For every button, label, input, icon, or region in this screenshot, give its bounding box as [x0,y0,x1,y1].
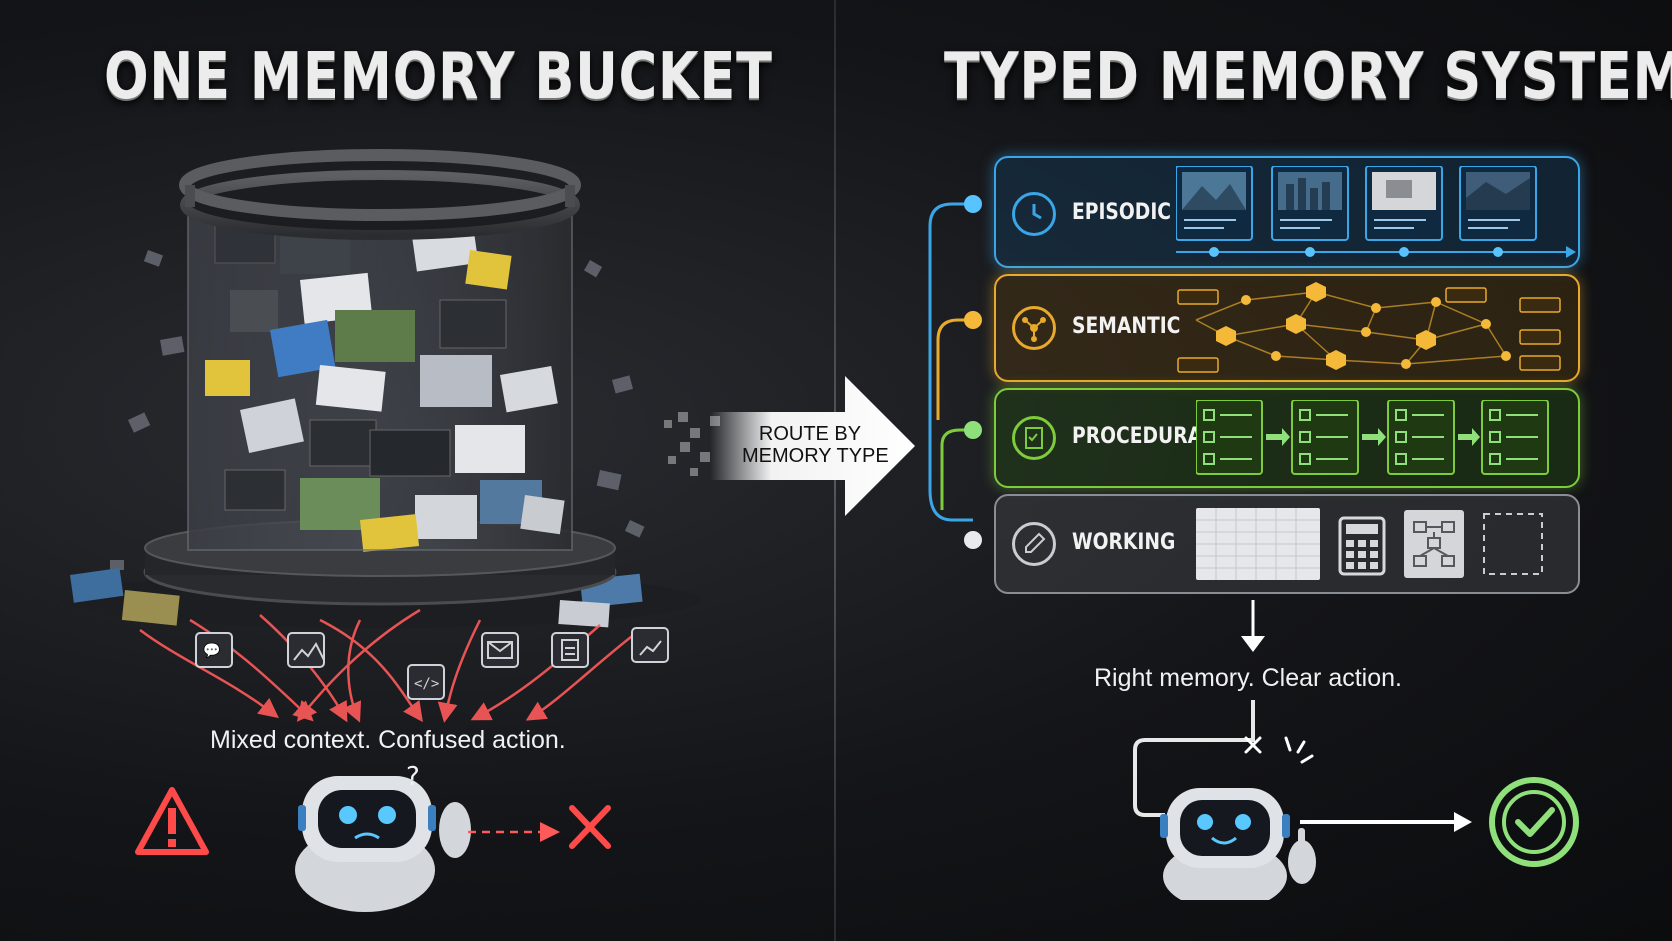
svg-text:💬: 💬 [203,642,221,659]
working-tools [1196,508,1543,580]
route-arrow [664,376,915,516]
procedural-box: PROCEDURAL [994,388,1580,488]
warning-icon [135,787,209,855]
check-success-icon [1489,777,1579,867]
procedural-steps [1196,400,1549,475]
bucket-illustration: 💬 </> ? [60,149,700,912]
working-label: WORKING [1072,530,1176,555]
clipboard-checklist-icon [1012,416,1056,460]
right-title: TYPED MEMORY SYSTEM [944,40,1672,114]
working-box: WORKING [994,494,1580,594]
episodic-timeline [1176,166,1576,258]
outcome-illustration [1133,600,1579,900]
route-connectors [928,195,982,549]
svg-text:</>: </> [414,676,439,692]
episodic-box: EPISODIC [994,156,1580,268]
episodic-label: EPISODIC [1072,200,1172,225]
semantic-graph [1177,282,1561,373]
confused-robot: ? [295,762,471,912]
procedural-label: PROCEDURAL [1072,424,1215,449]
right-caption: Right memory. Clear action. [1094,664,1402,692]
svg-text:?: ? [406,762,420,792]
route-label: ROUTE BY MEMORY TYPE [742,423,889,467]
pencil-icon [1012,522,1056,566]
clock-icon [1012,192,1056,236]
x-fail-icon [569,805,611,849]
network-icon [1012,306,1056,350]
semantic-label: SEMANTIC [1072,314,1181,339]
semantic-box: SEMANTIC [994,274,1580,382]
left-title: ONE MEMORY BUCKET [104,40,773,114]
route-label-line2: MEMORY TYPE [742,445,889,467]
route-label-line1: ROUTE BY [758,423,862,445]
left-caption: Mixed context. Confused action. [210,726,566,754]
happy-robot [1160,788,1316,900]
